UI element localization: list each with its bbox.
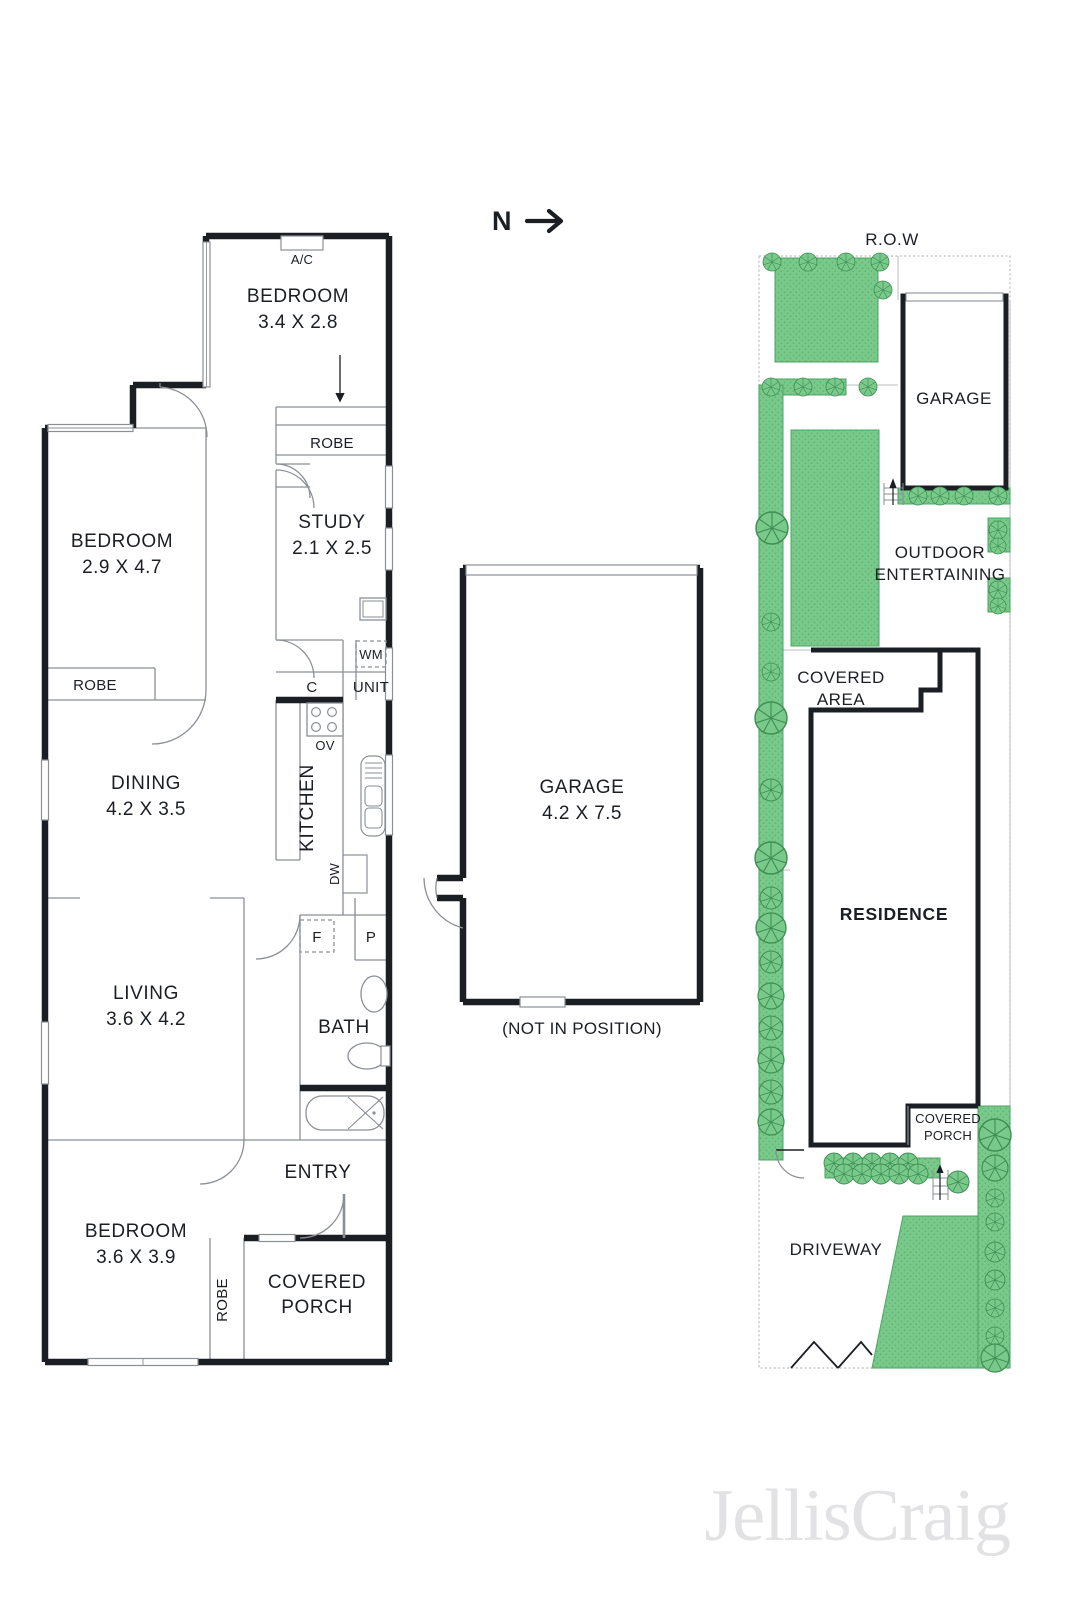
site-front-step-arrow — [936, 1164, 944, 1200]
pantry-label: P — [366, 929, 376, 946]
robe-west-label: ROBE — [73, 677, 117, 694]
bedroom-south-name: BEDROOM — [85, 1221, 187, 1242]
unit-label: UNIT — [353, 679, 389, 696]
site-covered-porch-line1: COVERED — [915, 1111, 981, 1126]
study-dim: 2.1 X 2.5 — [292, 538, 372, 559]
driveway-label: DRIVEWAY — [790, 1240, 883, 1259]
site-driveway-crossover — [790, 1340, 873, 1369]
garage-door-bottom — [519, 996, 566, 1008]
covered-area-line2: AREA — [817, 690, 865, 709]
room-labels: BEDROOM 3.4 X 2.8 ROBE BEDROOM 2.9 X 4.7… — [71, 286, 372, 1322]
door-swings — [151, 383, 346, 1239]
site-lawn-top — [774, 257, 879, 363]
site-side-garden-strip — [758, 384, 784, 1161]
main-floorplan: A/C WM C UNIT OV — [40, 232, 394, 1367]
living-dim: 3.6 X 4.2 — [106, 1009, 186, 1030]
kitchen-label: KITCHEN — [297, 764, 318, 852]
garage-window-top — [465, 564, 698, 576]
north-label: N — [492, 206, 513, 236]
row-label: R.O.W — [865, 230, 919, 249]
outdoor-entertaining-line2: ENTERTAINING — [875, 565, 1006, 584]
outdoor-entertaining-line1: OUTDOOR — [895, 543, 985, 562]
covered-porch-name-1: COVERED — [268, 1272, 366, 1293]
fridge-pantry: F P — [299, 919, 376, 953]
dining-dim: 4.2 X 3.5 — [106, 799, 186, 820]
garage-plan: GARAGE 4.2 X 7.5 (NOT IN POSITION) — [423, 564, 704, 1038]
ac-label: A/C — [291, 252, 313, 267]
entry-name: ENTRY — [284, 1162, 351, 1183]
covered-porch-name-2: PORCH — [281, 1297, 353, 1318]
windows — [40, 241, 394, 1367]
robe-direction-arrow — [335, 355, 345, 403]
living-name: LIVING — [113, 983, 179, 1004]
garage-not-in-position-note: (NOT IN POSITION) — [502, 1019, 662, 1038]
site-residence-label: RESIDENCE — [840, 904, 948, 924]
garage-plan-name: GARAGE — [540, 777, 625, 798]
garage-plan-dim: 4.2 X 7.5 — [542, 803, 622, 824]
dining-name: DINING — [111, 773, 181, 794]
covered-area-line1: COVERED — [797, 668, 885, 687]
site-lawn-rear — [790, 429, 880, 647]
bedroom-west-dim: 2.9 X 4.7 — [82, 557, 162, 578]
air-conditioner-unit: A/C — [280, 235, 324, 267]
site-garage-door — [905, 292, 1004, 302]
north-indicator: N — [492, 206, 564, 236]
site-rear-step-arrow — [889, 478, 897, 505]
garage-door-arc — [423, 877, 464, 929]
site-labels: R.O.W GARAGE OUTDOOR ENTERTAINING COVERE… — [790, 230, 1006, 1259]
laundry-fixtures: WM C UNIT — [306, 597, 389, 696]
study-name: STUDY — [298, 512, 365, 533]
site-covered-porch-line2: PORCH — [924, 1128, 972, 1143]
site-plan: R.O.W GARAGE OUTDOOR ENTERTAINING COVERE… — [754, 230, 1012, 1373]
site-garage-label: GARAGE — [916, 389, 992, 408]
bedroom-north-dim: 3.4 X 2.8 — [258, 312, 338, 333]
site-side-gate-swing — [775, 1149, 805, 1179]
brand-logo: JellisCraig — [704, 1475, 1010, 1557]
site-residence-outline-right — [940, 647, 981, 1106]
garage-side-door-swing — [435, 877, 438, 899]
north-arrow-icon — [524, 208, 564, 234]
bedroom-south-dim: 3.6 X 3.9 — [96, 1247, 176, 1268]
dishwasher-label: DW — [327, 862, 342, 885]
bath-fixtures — [305, 975, 391, 1131]
site-front-lawn-wedge — [871, 1215, 979, 1369]
bedroom-west-name: BEDROOM — [71, 531, 173, 552]
bedroom-north-name: BEDROOM — [247, 286, 349, 307]
bath-name: BATH — [318, 1017, 370, 1038]
kitchen-fixtures: OV DW KITCHEN — [297, 702, 386, 894]
oven-label: OV — [315, 738, 334, 753]
cupboard-label: C — [306, 679, 317, 696]
robe-south-label: ROBE — [214, 1278, 231, 1322]
wm-label: WM — [359, 647, 383, 662]
robe-north-label: ROBE — [310, 435, 354, 452]
fridge-label: F — [312, 929, 321, 946]
